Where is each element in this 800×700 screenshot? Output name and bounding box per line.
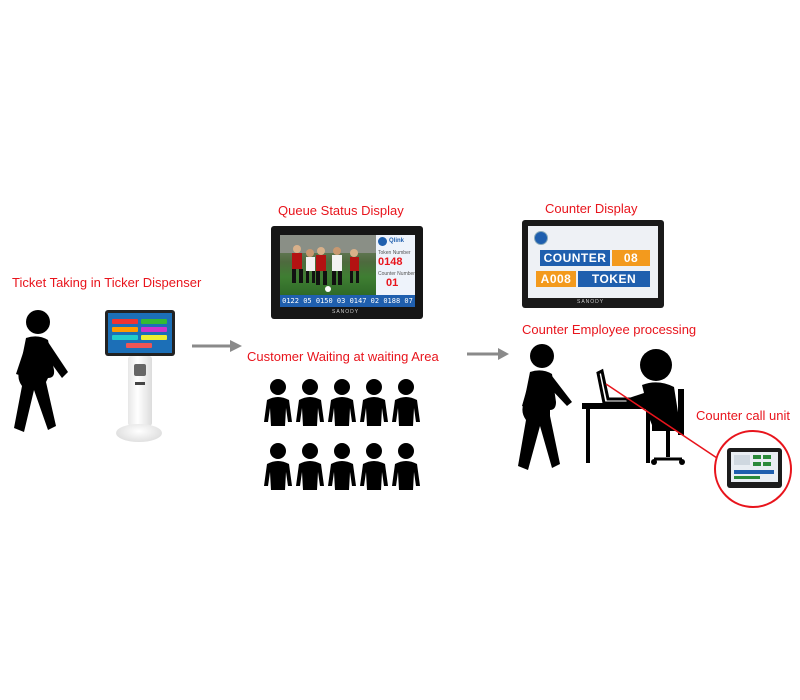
strip-token: 0188 <box>383 297 401 305</box>
walking-customer-icon <box>14 310 68 432</box>
kiosk-screen <box>105 310 175 356</box>
kiosk-stand <box>128 356 152 426</box>
token-label: TOKEN <box>578 271 650 287</box>
counter-value: 08 <box>612 250 650 266</box>
kiosk-base <box>116 424 162 442</box>
counter-label: COUNTER <box>540 250 610 266</box>
customer-waiting-label: Customer Waiting at waiting Area <box>247 349 439 364</box>
qlink-logo-text: Qlink <box>389 238 405 244</box>
ticket-taking-label: Ticket Taking in Ticker Dispenser <box>12 275 202 290</box>
strip-token: 0147 <box>349 297 367 305</box>
counter-display-label: Counter Display <box>545 201 638 216</box>
counter-employee-label: Counter Employee processing <box>522 322 697 337</box>
customer-at-counter-icon <box>518 344 572 470</box>
strip-counter: 02 <box>370 297 380 305</box>
queue-token-strip: 0122 05 0150 03 0147 02 0188 07 <box>280 295 415 307</box>
counter-number-value: 01 <box>386 277 399 289</box>
queue-info-panel: Qlink Token Number 0148 Counter Number 0… <box>376 235 415 295</box>
strip-counter: 07 <box>404 297 413 305</box>
flow-arrow-icon <box>467 348 509 360</box>
counter-number-label: Counter Number <box>378 271 415 277</box>
counter-display-brand: SANODY <box>577 299 605 305</box>
callout-line-icon <box>605 383 721 461</box>
strip-token: 0150 <box>315 297 333 305</box>
queue-display-brand: SANODY <box>332 309 360 315</box>
token-number-value: 0148 <box>378 256 403 268</box>
strip-counter: 05 <box>303 297 312 305</box>
qlink-logo-icon <box>378 237 387 246</box>
token-number-label: Token Number <box>378 250 411 256</box>
waiting-customers-icon <box>264 379 420 490</box>
employee-at-desk-icon <box>582 349 685 465</box>
counter-call-unit-screen <box>731 452 778 482</box>
counter-call-unit-label: Counter call unit <box>696 408 790 423</box>
strip-counter: 03 <box>336 297 346 305</box>
counter-logo-icon <box>534 231 548 245</box>
token-value: A008 <box>536 271 576 287</box>
football-video-image <box>280 235 376 295</box>
queue-status-display-label: Queue Status Display <box>278 203 404 218</box>
flow-arrow-icon <box>192 340 242 352</box>
strip-token: 0122 <box>282 297 299 305</box>
